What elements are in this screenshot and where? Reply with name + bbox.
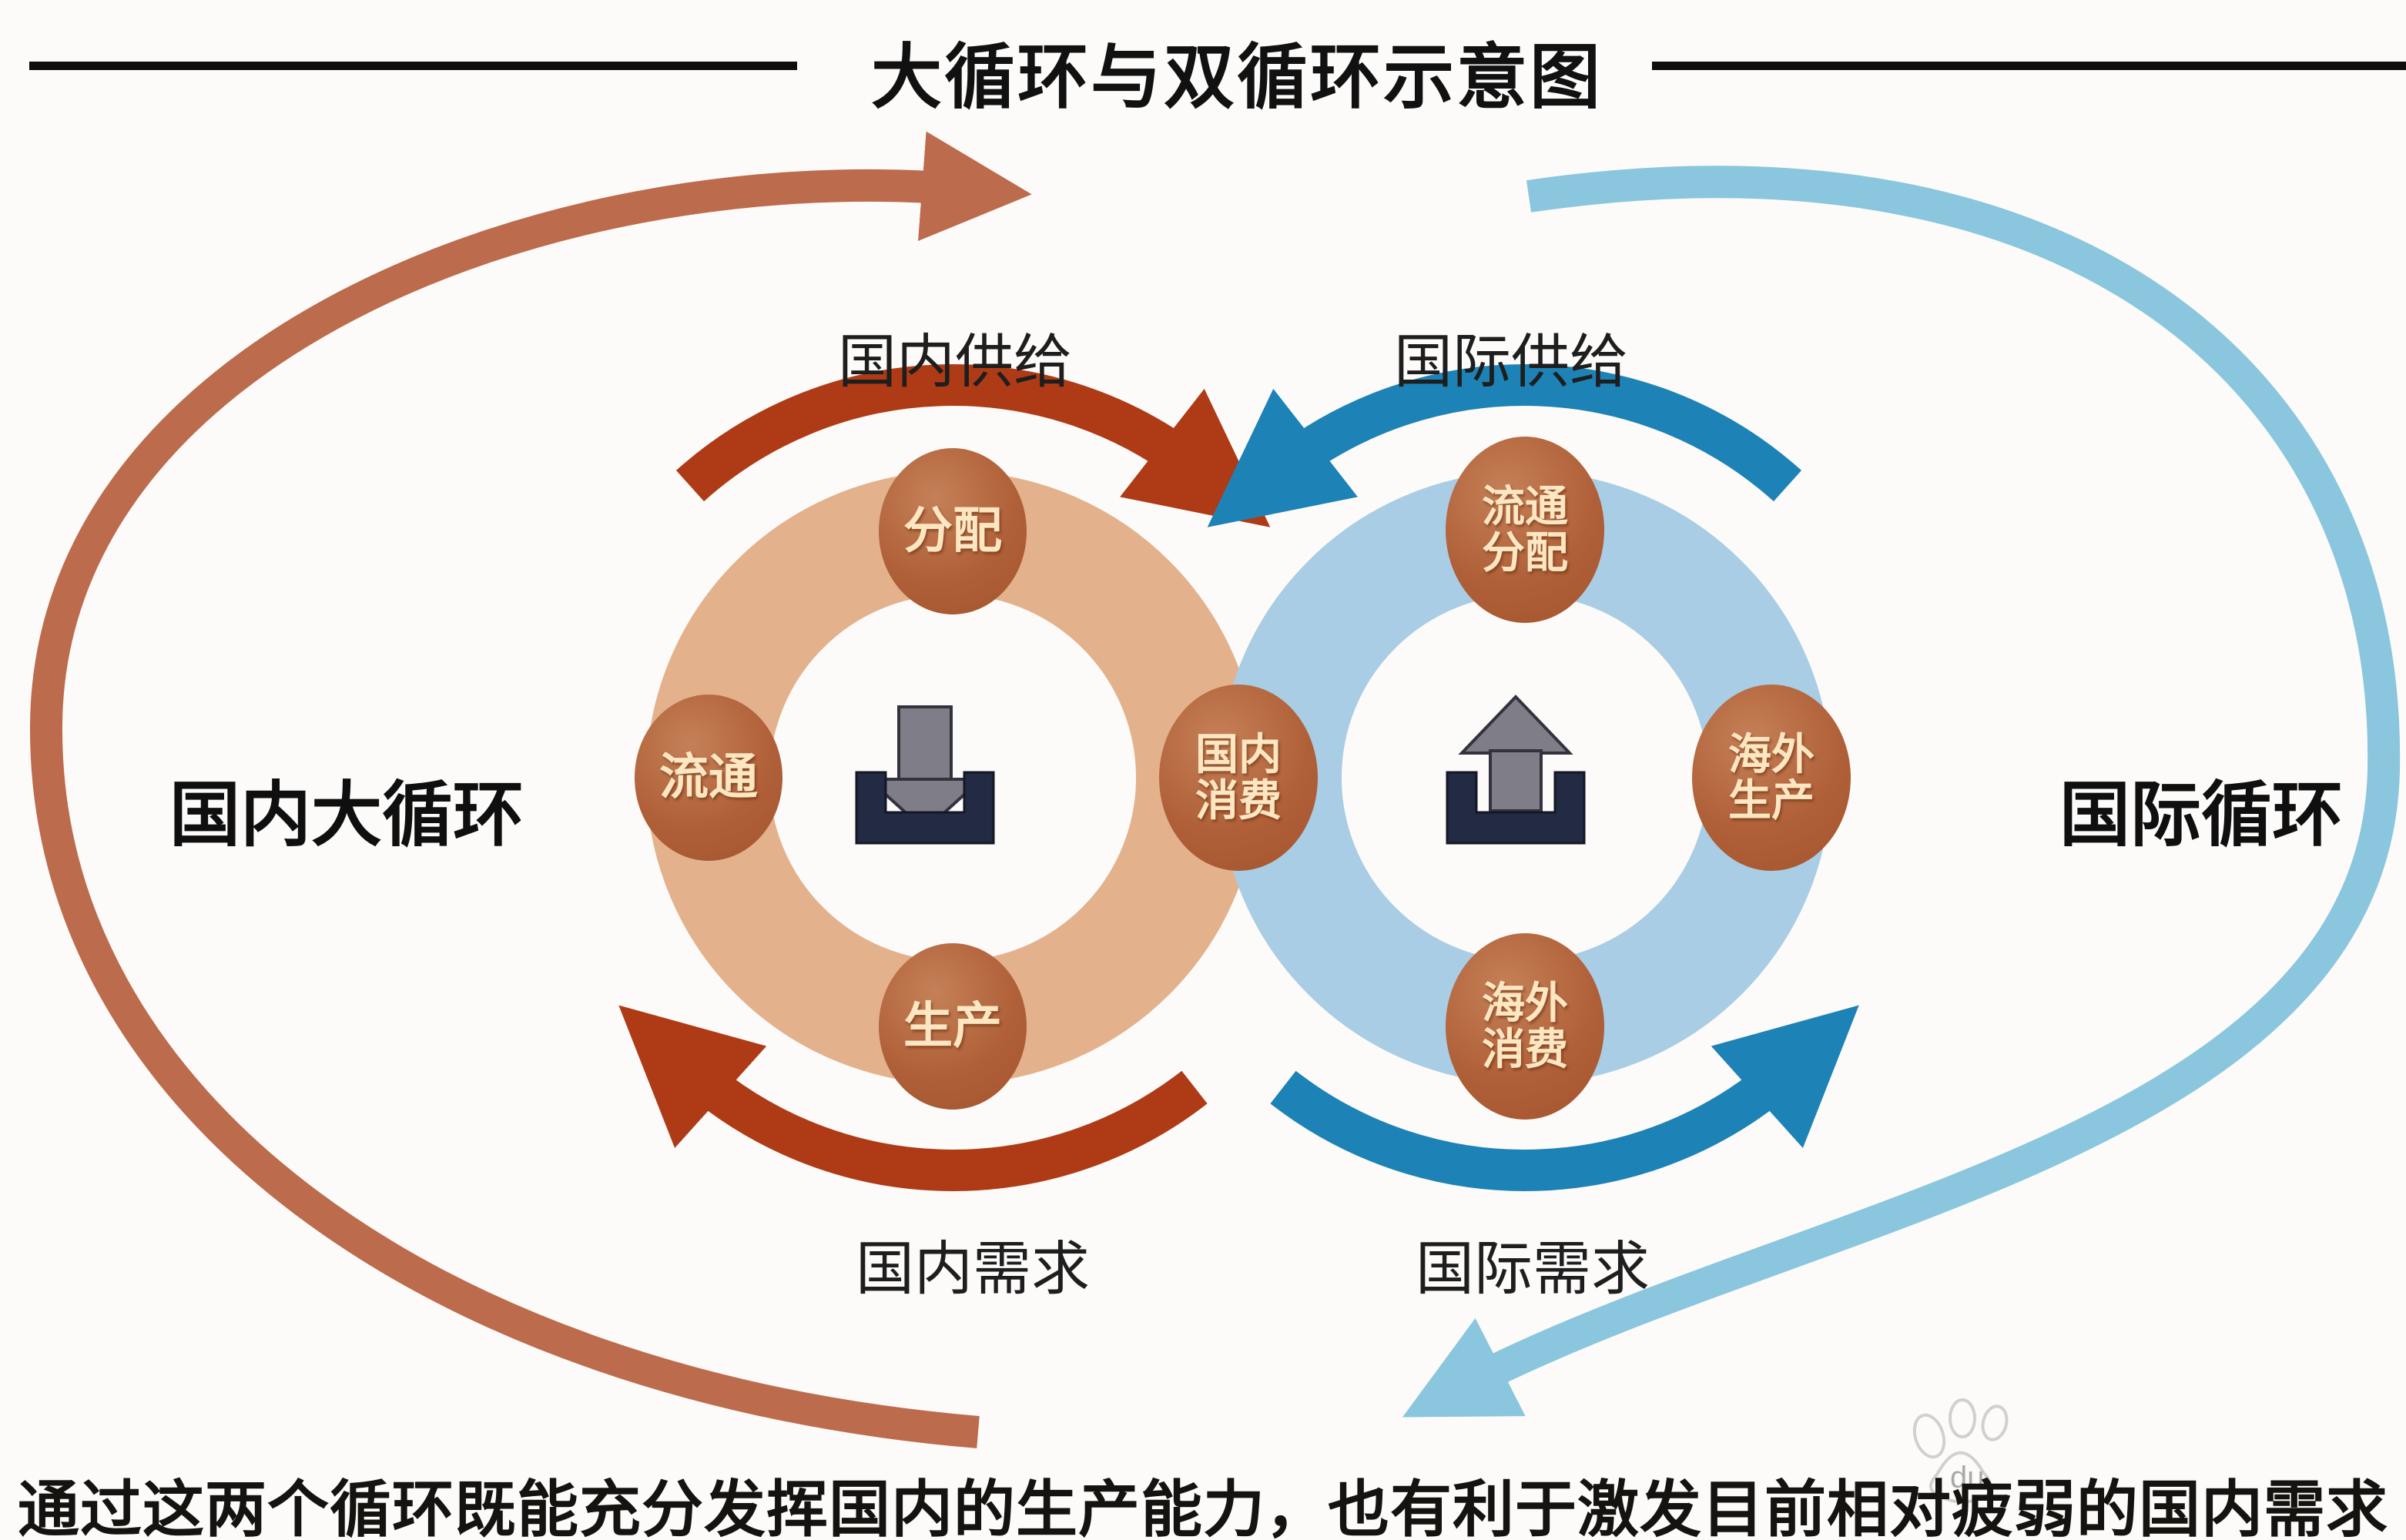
label-domestic-great-cycle: 国内大循环: [169, 776, 524, 855]
international-demand-arrow: [1270, 1005, 1859, 1191]
domestic-supply-arrow: [675, 364, 1271, 527]
node-overseas-consumption-line2: 消费: [1482, 1025, 1568, 1073]
label-domestic-demand: 国内需求: [856, 1237, 1090, 1302]
upload-icon: [1446, 695, 1586, 845]
international-outer-cycle-arrow: [1402, 166, 2401, 1418]
node-circulation: 流通: [635, 695, 782, 861]
label-domestic-supply: 国内供给: [838, 330, 1072, 395]
node-distribution: 分配: [879, 448, 1027, 614]
node-overseas-production: 海外 生产: [1692, 685, 1851, 871]
node-circulation-distribution-line2: 分配: [1482, 528, 1568, 577]
label-international-cycle: 国际循环: [2059, 776, 2343, 855]
node-overseas-consumption: 海外 消费: [1446, 933, 1604, 1120]
node-domestic-consumption-line1: 国内: [1195, 729, 1282, 778]
node-production: 生产: [879, 943, 1027, 1110]
page-title: 大循环与双循环示意图: [870, 38, 1603, 117]
baidu-watermark: du: [1912, 1398, 2009, 1504]
domestic-demand-arrow: [618, 1005, 1208, 1191]
watermark-du-text: du: [1950, 1461, 1985, 1495]
node-overseas-production-line1: 海外: [1728, 729, 1815, 778]
label-international-supply: 国际供给: [1394, 330, 1628, 395]
node-domestic-consumption-line2: 消费: [1195, 776, 1282, 825]
node-circulation-distribution: 流通 分配: [1446, 437, 1604, 623]
node-circulation-label: 流通: [659, 749, 758, 805]
domestic-outer-cycle-arrow: [29, 131, 1032, 1448]
label-international-demand: 国际需求: [1416, 1237, 1650, 1302]
international-supply-arrow: [1207, 364, 1802, 527]
caption-text: 通过这两个循环既能充分发挥国内的生产能力，也有利于激发目前相对疲弱的国内需求: [18, 1475, 2388, 1540]
node-domestic-consumption: 国内 消费: [1159, 685, 1318, 871]
title-rule-left: [29, 62, 797, 70]
title-rule-right: [1652, 62, 2406, 70]
node-distribution-label: 分配: [903, 503, 1002, 559]
node-production-label: 生产: [903, 998, 1002, 1054]
node-overseas-production-line2: 生产: [1728, 776, 1815, 825]
node-overseas-consumption-line1: 海外: [1482, 978, 1568, 1027]
node-circulation-distribution-line1: 流通: [1482, 481, 1568, 531]
download-icon: [855, 705, 995, 845]
